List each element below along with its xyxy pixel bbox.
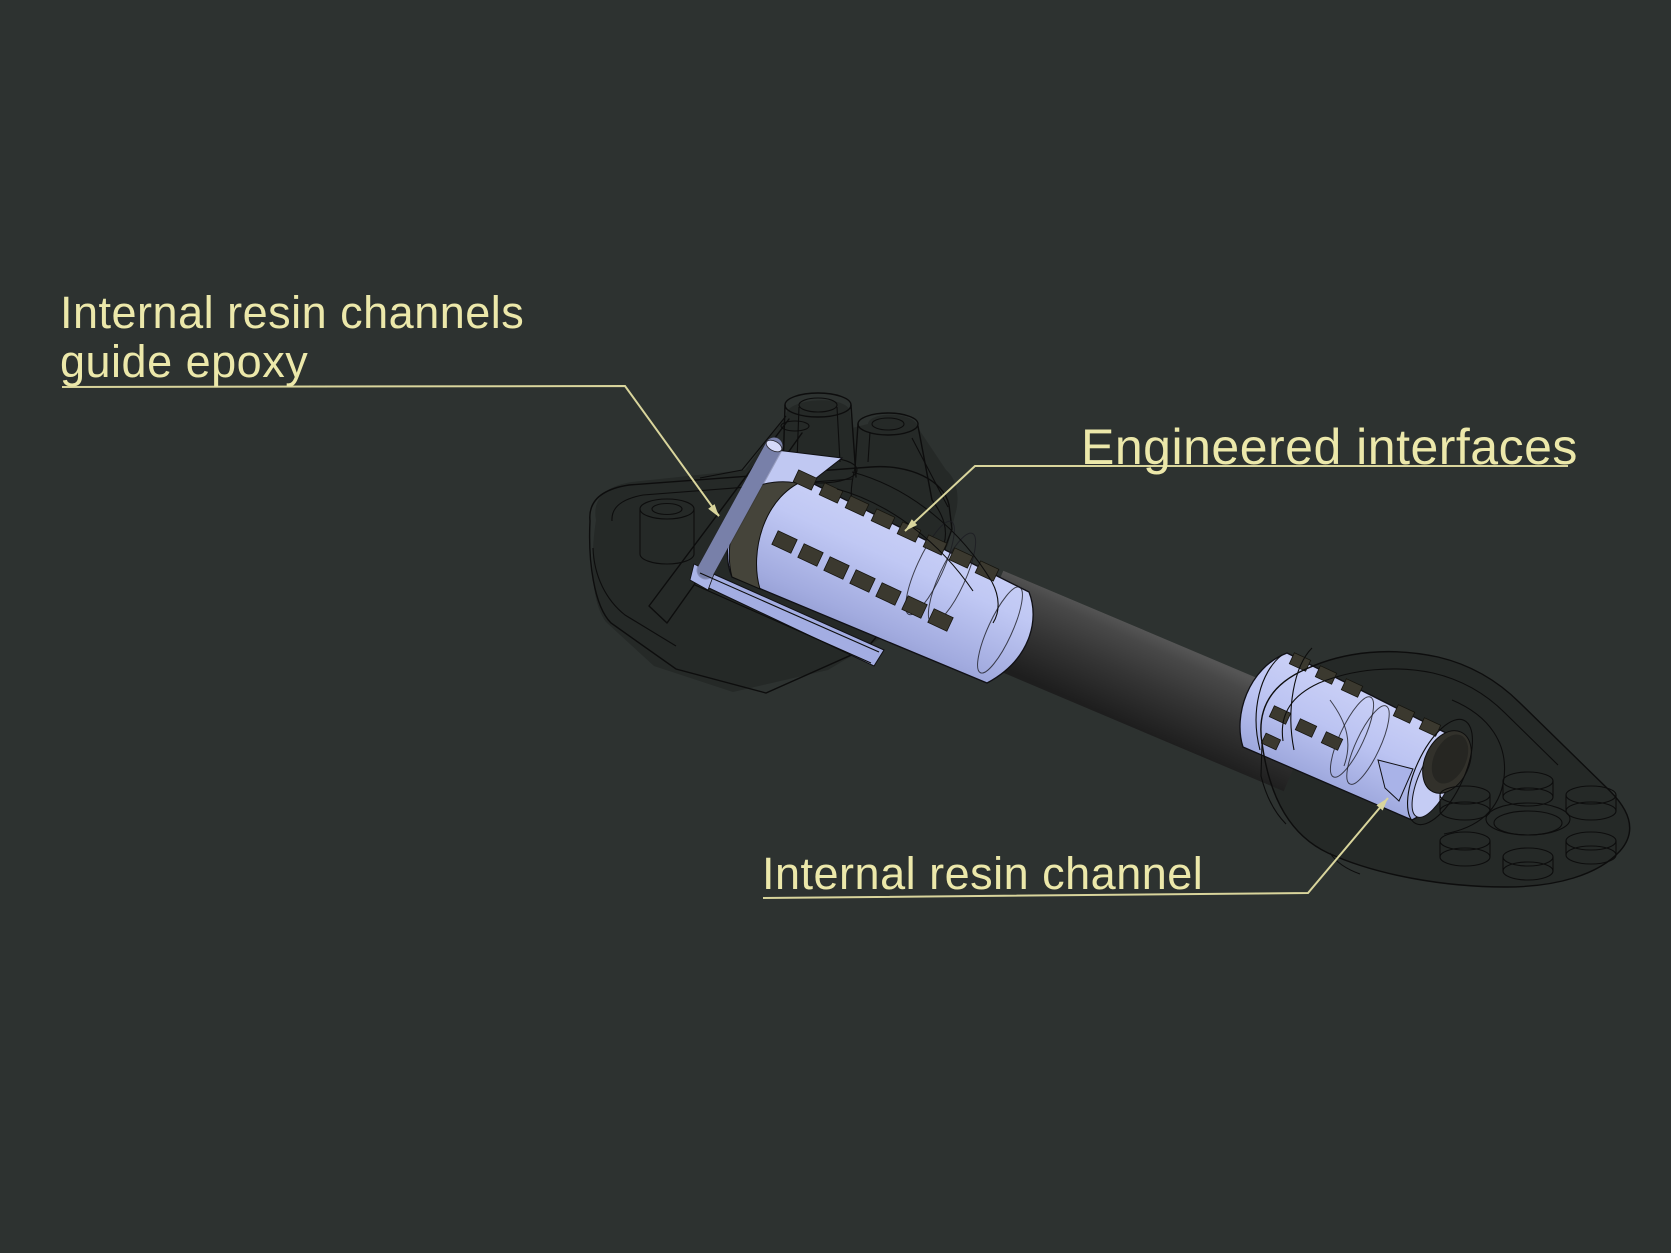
leader-lines — [61, 384, 1568, 899]
leader-line-resin-channel — [762, 797, 1389, 899]
arrowhead-resin-channels — [708, 504, 719, 517]
label-internal-resin-channels: Internal resin channels guide epoxy — [60, 288, 524, 386]
bonding-sleeve-right — [1239, 652, 1472, 821]
label-internal-resin-channels-line1: Internal resin channels — [60, 287, 525, 338]
label-internal-resin-channel: Internal resin channel — [762, 848, 1204, 899]
label-engineered-interfaces: Engineered interfaces — [1081, 419, 1578, 475]
resin-channel-tube — [689, 436, 784, 591]
arrowhead-resin-channel — [1376, 798, 1388, 811]
leader-line-resin-channels — [61, 384, 720, 517]
resin-slots-lower — [771, 530, 954, 632]
right-fitting-wireframe — [1255, 647, 1631, 888]
leader-line-engineered-interfaces — [904, 465, 1568, 532]
left-fitting-front-edges — [694, 471, 999, 664]
resin-slots-right — [1260, 652, 1442, 751]
label-internal-resin-channels-line2: guide epoxy — [60, 336, 309, 387]
bonding-sleeve-left — [689, 436, 1034, 684]
resin-slots-upper — [792, 469, 1000, 582]
resin-inlet-nub — [1377, 759, 1414, 802]
arrowhead-engineered-interfaces — [905, 519, 918, 531]
flange-holes — [1439, 771, 1617, 881]
